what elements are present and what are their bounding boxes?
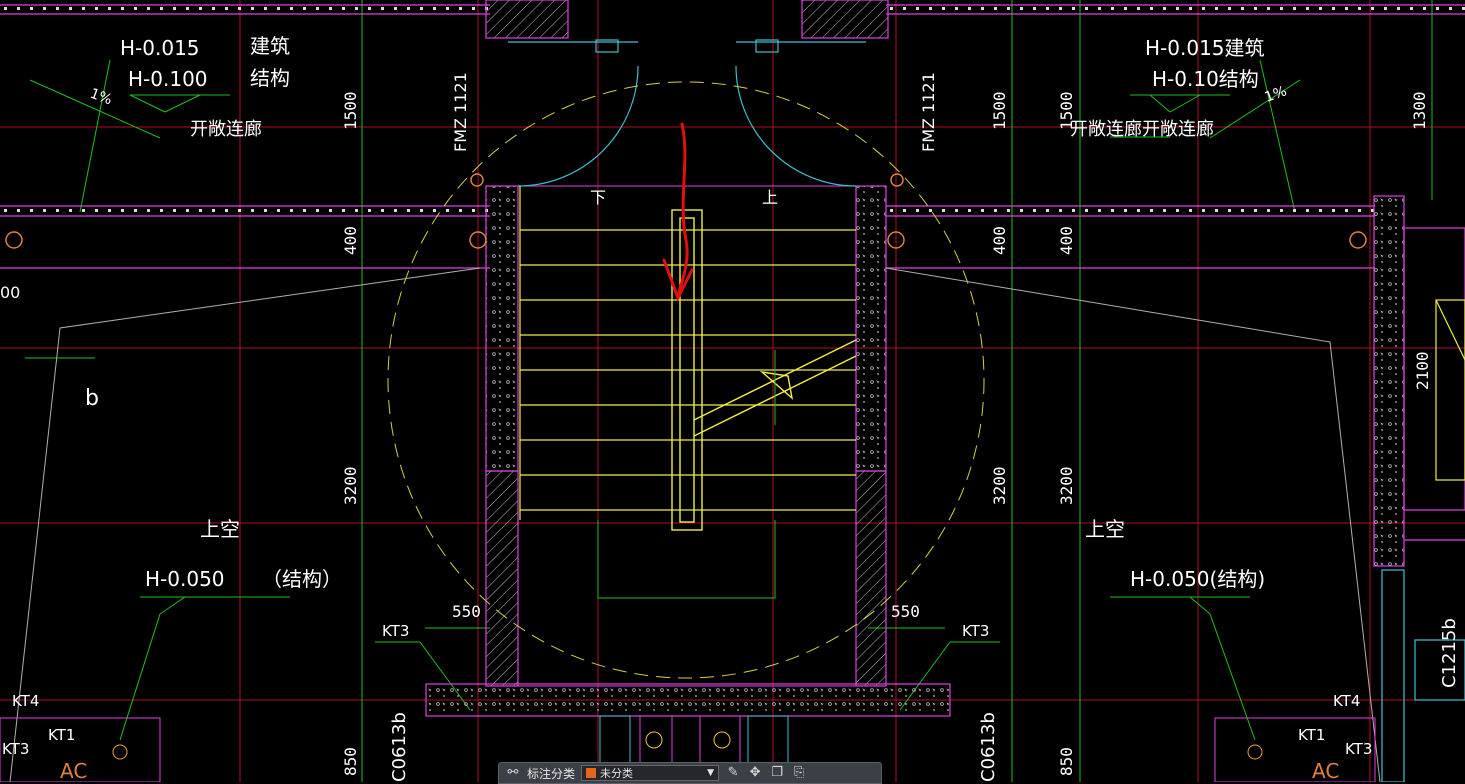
cad-labels: H-0.015 H-0.100 建筑 结构 1% 开敞连廊 H-0.015建筑 … <box>0 34 1460 782</box>
edit-icon[interactable]: ✎ <box>727 765 739 780</box>
ac-label-left: AC <box>60 759 87 782</box>
dim-550-right: 550 <box>891 602 920 621</box>
dim-1500-a: 1500 <box>341 91 360 130</box>
struct-label-left: 结构 <box>250 66 290 90</box>
elev-label-right-1: H-0.015建筑 <box>1145 36 1265 60</box>
door-label-right: FMZ 1121 <box>919 72 938 152</box>
dim-2100: 2100 <box>1413 351 1432 390</box>
dim-850-a: 850 <box>341 747 360 776</box>
window-label-c1215b: C1215b <box>1439 618 1460 688</box>
stair-up-label: 上 <box>762 188 778 207</box>
corridor-label-right: 开敞连廊开敞连廊 <box>1070 119 1214 140</box>
category-color-swatch <box>586 768 597 778</box>
kt1-label-left: KT1 <box>48 726 75 744</box>
chevron-down-icon: ▼ <box>707 768 715 778</box>
kt1-label-right: KT1 <box>1298 726 1325 744</box>
window-label-right: C0613b <box>978 712 999 782</box>
void-label-right: 上空 <box>1085 517 1125 541</box>
kt4-label-left: KT4 <box>12 692 39 710</box>
door-label-left: FMZ 1121 <box>451 72 470 152</box>
paste-icon[interactable]: ⎘ <box>793 765 805 780</box>
dim-400-c: 400 <box>1057 226 1076 255</box>
corridor-walls <box>0 4 1465 269</box>
category-select[interactable]: 未分类 ▼ <box>581 765 720 781</box>
kt3-label-left: KT3 <box>382 622 409 640</box>
door-swings <box>508 39 866 187</box>
elev-label-right-2: H-0.10结构 <box>1152 67 1259 91</box>
dim-850-b: 850 <box>1057 747 1076 776</box>
annotation-toolbar: ⚯ 标注分类 未分类 ▼ ✎ ✥ ❐ ⎘ <box>498 762 882 784</box>
arch-label-left: 建筑 <box>250 34 290 58</box>
dim-1300: 1300 <box>1410 91 1429 130</box>
corridor-rail-dots <box>4 7 1465 212</box>
dim-1500-c: 1500 <box>1057 91 1076 130</box>
elev-label-left-3: H-0.050 <box>145 567 225 591</box>
dim-550-left: 550 <box>452 602 481 621</box>
slope-label-left: 1% <box>88 86 114 109</box>
stair-landing <box>597 350 776 599</box>
dimension-texts: 1500 1500 1500 1300 400 400 400 3200 320… <box>341 91 1432 776</box>
category-selected-value: 未分类 <box>600 767 634 780</box>
dimension-lines <box>25 0 1433 782</box>
dim-3200-b: 3200 <box>990 466 1009 505</box>
kt3-label-bottom-right: KT3 <box>1345 740 1372 758</box>
move-icon[interactable]: ✥ <box>749 765 761 780</box>
ac-label-right: AC <box>1312 759 1339 782</box>
window-label-left: C0613b <box>389 712 410 782</box>
toolbar-label: 标注分类 <box>527 766 576 781</box>
slope-label-right: 1% <box>1263 83 1289 106</box>
dim-400-a: 400 <box>341 226 360 255</box>
copy-icon[interactable]: ❐ <box>771 765 783 780</box>
elev-label-left-2: H-0.100 <box>128 67 208 91</box>
elev-label-left-1: H-0.015 <box>120 36 200 60</box>
dim-3200-c: 3200 <box>1057 466 1076 505</box>
stair-core <box>425 0 951 717</box>
partial-dim-label: 00 <box>0 283 20 302</box>
stair-treads <box>519 186 856 520</box>
column-markers <box>5 173 1367 249</box>
struct-label-left-3: （结构） <box>262 567 342 591</box>
corridor-label-left: 开敞连廊 <box>190 119 262 140</box>
red-arrow-annotation <box>662 122 694 302</box>
kt4-label-right: KT4 <box>1333 692 1360 710</box>
kt3-label-right: KT3 <box>962 622 989 640</box>
dim-1500-b: 1500 <box>990 91 1009 130</box>
elev-label-right-3: H-0.050(结构) <box>1130 567 1265 591</box>
dim-400-b: 400 <box>990 226 1009 255</box>
bottom-elements <box>0 715 1376 782</box>
link-icon[interactable]: ⚯ <box>507 765 519 780</box>
outline-lines <box>9 267 1381 782</box>
stair-down-label: 下 <box>590 188 606 207</box>
kt3-label-bottom-left: KT3 <box>2 740 29 758</box>
grid-b-label: b <box>85 386 99 411</box>
stair-clearance-circle <box>387 81 985 679</box>
right-structure <box>1373 195 1465 782</box>
void-label-left: 上空 <box>200 517 240 541</box>
dim-3200-a: 3200 <box>341 466 360 505</box>
